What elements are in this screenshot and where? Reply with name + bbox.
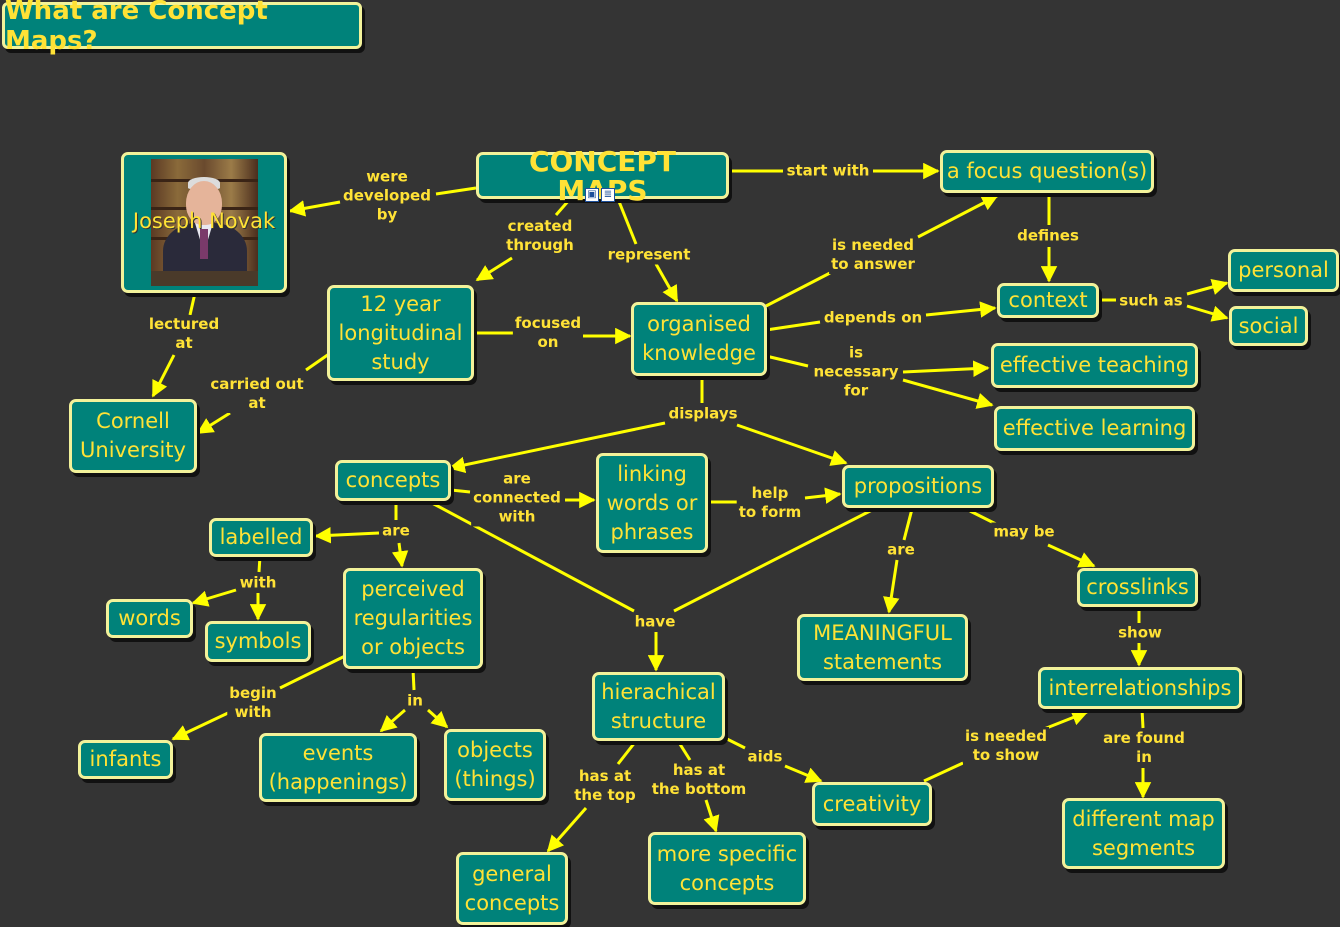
link-defines[interactable]: defines [1015, 226, 1081, 246]
node-personal[interactable]: personal [1228, 249, 1339, 292]
link-start-with[interactable]: start with [784, 161, 872, 181]
node-general-concepts[interactable]: general concepts [456, 852, 568, 925]
link-are-labelled[interactable]: are [380, 521, 412, 541]
link-aids[interactable]: aids [745, 747, 785, 767]
link-show[interactable]: show [1116, 623, 1164, 643]
node-creativity[interactable]: creativity [812, 782, 932, 826]
node-joseph-novak-label: Joseph Novak [132, 209, 276, 233]
link-carried-out-at[interactable]: carried out at [208, 375, 306, 413]
resource-icons[interactable]: ▣ ≣ [585, 188, 615, 202]
node-linking-words[interactable]: linking words or phrases [596, 453, 708, 553]
document-icon[interactable]: ≣ [601, 188, 615, 202]
node-longitudinal-study[interactable]: 12 year longitudinal study [327, 285, 474, 381]
link-in[interactable]: in [405, 691, 425, 711]
node-crosslinks[interactable]: crosslinks [1077, 568, 1198, 607]
link-represent[interactable]: represent [605, 245, 693, 265]
link-help-to-form[interactable]: help to form [736, 484, 804, 522]
node-infants[interactable]: infants [78, 740, 173, 779]
link-is-necessary-for[interactable]: is necessary for [811, 343, 901, 401]
node-meaningful-statements[interactable]: MEANINGFUL statements [797, 614, 968, 681]
link-displays[interactable]: displays [666, 404, 740, 424]
link-has-at-the-bottom[interactable]: has at the bottom [649, 761, 749, 799]
link-have[interactable]: have [632, 612, 678, 632]
node-events[interactable]: events (happenings) [259, 733, 417, 802]
link-with[interactable]: with [237, 573, 279, 593]
node-focus-question[interactable]: a focus question(s) [940, 150, 1154, 193]
link-focused-on[interactable]: focused on [512, 314, 584, 352]
node-propositions[interactable]: propositions [842, 465, 994, 508]
link-is-needed-to-answer[interactable]: is needed to answer [829, 236, 917, 274]
link-depends-on[interactable]: depends on [821, 308, 925, 328]
node-perceived-regularities[interactable]: perceived regularities or objects [343, 568, 483, 669]
link-such-as[interactable]: such as [1117, 291, 1185, 311]
link-are-statements[interactable]: are [885, 540, 917, 560]
link-begin-with[interactable]: begin with [227, 684, 279, 722]
page-title: What are Concept Maps? [2, 0, 362, 56]
link-is-needed-to-show[interactable]: is needed to show [963, 727, 1049, 765]
link-are-connected-with[interactable]: are connected with [471, 469, 563, 527]
node-organised-knowledge[interactable]: organised knowledge [631, 302, 767, 376]
link-are-found-in[interactable]: are found in [1101, 729, 1187, 767]
link-has-at-the-top[interactable]: has at the top [572, 767, 638, 805]
link-lectured-at[interactable]: lectured at [146, 315, 222, 353]
node-context[interactable]: context [997, 283, 1099, 318]
node-interrelationships[interactable]: interrelationships [1038, 667, 1242, 709]
node-more-specific-concepts[interactable]: more specific concepts [648, 832, 806, 905]
node-joseph-novak[interactable]: Joseph Novak [121, 152, 287, 293]
node-labelled[interactable]: labelled [209, 518, 313, 557]
node-words[interactable]: words [106, 599, 193, 638]
joseph-novak-photo [151, 159, 258, 286]
node-concepts[interactable]: concepts [335, 460, 451, 501]
link-were-developed-by[interactable]: were developed by [341, 167, 433, 225]
node-effective-teaching[interactable]: effective teaching [991, 343, 1198, 388]
node-effective-learning[interactable]: effective learning [994, 406, 1195, 451]
node-hierachical-structure[interactable]: hierachical structure [592, 672, 725, 741]
node-cornell-university[interactable]: Cornell University [69, 399, 197, 473]
node-symbols[interactable]: symbols [205, 621, 311, 662]
link-created-through[interactable]: created through [504, 217, 576, 255]
node-different-map-segments[interactable]: different map segments [1062, 798, 1225, 869]
link-may-be[interactable]: may be [991, 522, 1057, 542]
node-social[interactable]: social [1229, 306, 1308, 346]
node-objects[interactable]: objects (things) [444, 729, 546, 801]
image-icon[interactable]: ▣ [585, 188, 599, 202]
